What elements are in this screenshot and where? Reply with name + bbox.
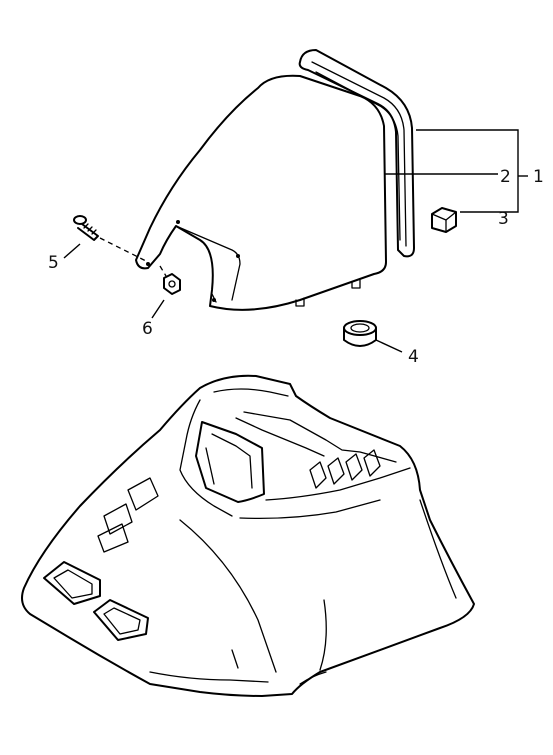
callout-3: 3 [498, 209, 509, 229]
windshield-trim-seal [298, 49, 415, 258]
callout-6: 6 [142, 319, 153, 339]
clip-part [431, 207, 457, 233]
windshield [135, 74, 387, 311]
callout-1: 1 [533, 167, 544, 187]
nut-part [159, 265, 181, 295]
hood-body [21, 374, 475, 697]
screw-part [73, 215, 149, 263]
callout-4: 4 [408, 347, 419, 367]
callout-2: 2 [500, 167, 511, 187]
leader-lines [63, 129, 528, 353]
grommet-part [343, 320, 377, 347]
callout-5: 5 [48, 253, 59, 273]
